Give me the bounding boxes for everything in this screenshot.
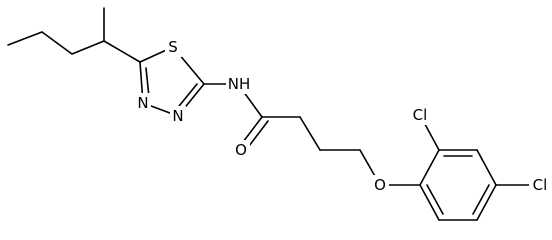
chlorine-para-label: Cl: [533, 176, 548, 194]
bond-c4-ring: [103, 40, 141, 63]
bond-n4-c5-inner: [145, 67, 150, 98]
sulfur-atom-label: S: [168, 38, 178, 56]
alkyl-chain: [7, 7, 141, 63]
bond-ar4-ar5: [476, 184, 497, 221]
ring-nitrogen-left-label: N: [137, 94, 148, 112]
bond-ar4-ar5-inner: [472, 184, 490, 215]
bond-ar1-ar2: [419, 149, 440, 186]
bond-ca-cb: [299, 116, 321, 151]
bond-ar3-ar4: [476, 149, 497, 186]
dichlorophenyl-ring: [419, 114, 533, 221]
butyl-linker: [261, 116, 421, 186]
chlorine-ortho-label: Cl: [413, 106, 428, 124]
bond-c2-c3: [41, 31, 73, 55]
structure-canvas: S NH N N O O Cl Cl: [7, 7, 551, 221]
bond-ar6-ar1: [419, 184, 440, 221]
bond-ar6-ar1-inner: [426, 184, 444, 215]
ring-nitrogen-right-label: N: [172, 107, 183, 125]
ether-oxygen-label: O: [374, 176, 386, 194]
bond-c1-c2: [7, 31, 43, 46]
molecule-drawing: S NH N N O O Cl Cl: [7, 7, 551, 221]
amide-nh-label: NH: [228, 75, 251, 93]
atom-labels: S NH N N O O Cl Cl: [135, 37, 551, 195]
carbonyl-oxygen-label: O: [235, 141, 247, 159]
bond-c3-c4: [71, 40, 105, 55]
